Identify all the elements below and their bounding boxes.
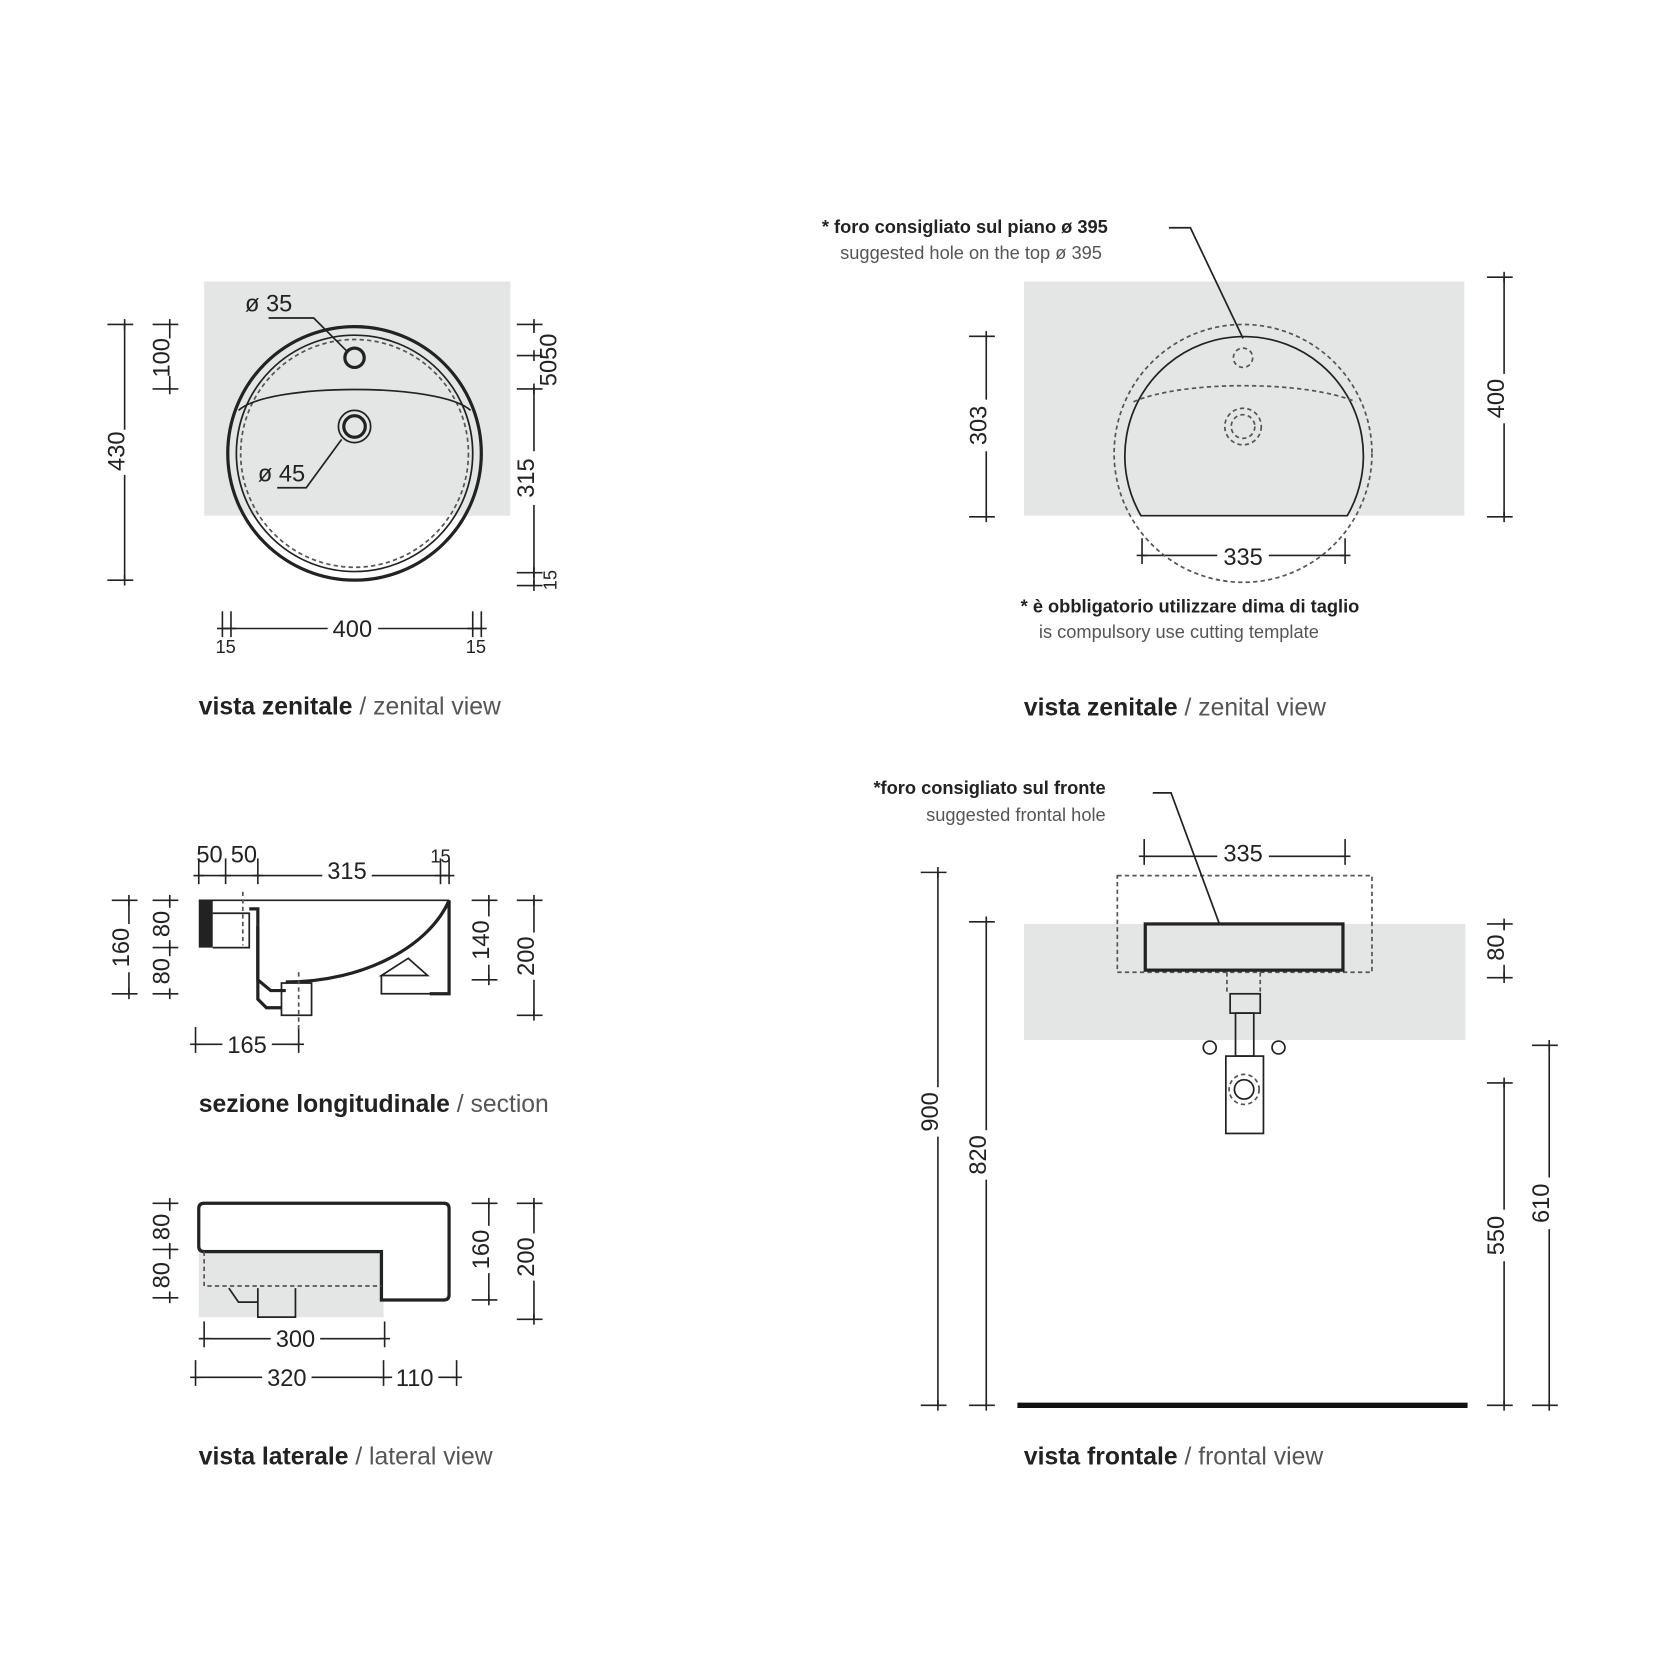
- view-caption: vista frontale / frontal view: [1024, 1443, 1323, 1470]
- basin-outline: [197, 1201, 451, 1302]
- note-frontal: *foro consigliato sul fronte: [873, 777, 1105, 798]
- overflow-channel: [249, 907, 282, 1010]
- dim-label: 160: [469, 1230, 495, 1269]
- drain-inner: [1230, 413, 1256, 440]
- fixing-bolt: [1271, 1040, 1286, 1055]
- note-bottom-translation: is compulsory use cutting template: [1039, 621, 1319, 642]
- section-view: 50 50 315 15 160 80 80 140 200 165 sezio…: [109, 843, 549, 1118]
- dim-label: 80: [1484, 934, 1510, 960]
- suggested-hole-outline: [1116, 874, 1373, 974]
- dim-label: 100: [150, 338, 176, 377]
- fixing-bolt: [1202, 1040, 1218, 1055]
- top-view-left: ø 35 ø 45 430 100 5050 315 15 400 15 15 …: [105, 281, 563, 720]
- frontal-view: *foro consigliato sul fronte suggested f…: [873, 777, 1555, 1470]
- drain-hidden: [1226, 972, 1262, 994]
- hole-small-label: ø 35: [245, 292, 292, 318]
- dim-label: 50: [196, 843, 222, 869]
- basin-hidden-edge: [239, 338, 470, 569]
- dim-label: 5050: [537, 334, 563, 387]
- trap-outlet-inner: [1233, 1078, 1255, 1100]
- dim-label: 550: [1484, 1216, 1510, 1255]
- dim-label: 80: [150, 911, 176, 937]
- dim-label: 400: [333, 617, 372, 643]
- drain-outer: [337, 409, 372, 444]
- basin-bowl: [285, 899, 451, 996]
- leader-line: [1168, 226, 1244, 339]
- note-top-translation: suggested hole on the top ø 395: [840, 242, 1102, 263]
- basin-base: [380, 975, 450, 995]
- tap-hole: [1232, 347, 1254, 369]
- dim-label: 400: [1484, 379, 1510, 418]
- counter-top: [1023, 281, 1465, 516]
- note-top: * foro consigliato sul piano ø 395: [822, 216, 1108, 237]
- dim-label: 315: [514, 458, 540, 497]
- dim-label: 15: [215, 636, 235, 657]
- drain-inner: [342, 414, 367, 439]
- cut-hole-outline: [1113, 323, 1373, 584]
- dim-label: 820: [966, 1135, 992, 1174]
- dim-label: 160: [109, 928, 135, 967]
- overflow-chamber: [212, 912, 251, 949]
- basin-front: [1143, 922, 1345, 972]
- dim-label: 110: [396, 1366, 434, 1392]
- bottle-trap: [1224, 1055, 1265, 1135]
- dimension-lines: [107, 271, 1558, 1411]
- drain-fitting: [280, 982, 313, 1017]
- dim-label: 15: [430, 846, 450, 867]
- dim-label: 430: [105, 432, 131, 471]
- view-caption: sezione longitudinale / section: [199, 1091, 549, 1118]
- dim-label: 200: [514, 1237, 540, 1276]
- dim-label: 15: [466, 636, 486, 657]
- drain-outline: [228, 1287, 297, 1319]
- dim-label: 165: [227, 1033, 266, 1059]
- basin-inner-rim: [235, 334, 474, 573]
- overflow-wall: [198, 900, 213, 948]
- dim-label: 303: [966, 406, 992, 445]
- basin-shelf: [237, 388, 472, 412]
- dim-label: 900: [918, 1092, 944, 1131]
- dim-label: 80: [150, 1262, 176, 1288]
- dim-label: 335: [1223, 842, 1262, 868]
- dim-label: 140: [469, 920, 495, 959]
- dim-label: 50: [231, 843, 257, 869]
- overflow-channel-inner: [256, 926, 286, 993]
- dim-label: 200: [514, 936, 540, 975]
- trap-outlet-outer: [1228, 1073, 1261, 1106]
- counter-top: [1023, 923, 1466, 1040]
- hole-drain-label: ø 45: [258, 461, 305, 487]
- dim-label: 80: [150, 958, 176, 984]
- dim-label: 320: [267, 1366, 306, 1392]
- lateral-view: 80 80 160 200 300 320 110 vista laterale…: [150, 1201, 540, 1470]
- basin-outer-rim: [226, 324, 483, 582]
- view-caption: vista zenitale / zenital view: [199, 693, 501, 720]
- dim-label: 300: [276, 1327, 315, 1353]
- dim-label: 315: [327, 859, 366, 885]
- drain-outer: [1223, 407, 1263, 446]
- dim-label: 15: [540, 570, 561, 590]
- top-view-right: * foro consigliato sul piano ø 395 sugge…: [822, 216, 1510, 721]
- basin-outline: [1123, 335, 1365, 517]
- note-bottom: * è obbligatorio utilizzare dima di tagl…: [1021, 595, 1360, 616]
- leader-line: [268, 317, 348, 352]
- leader-line: [1152, 792, 1221, 925]
- dim-label: 335: [1223, 545, 1262, 571]
- hidden-edge: [203, 1251, 382, 1287]
- leader-line: [277, 438, 343, 489]
- dim-label: 610: [1529, 1184, 1555, 1223]
- counter-top: [198, 1249, 384, 1318]
- basin-foot: [378, 957, 430, 977]
- view-caption: vista zenitale / zenital view: [1024, 695, 1326, 722]
- view-caption: vista laterale / lateral view: [199, 1443, 493, 1470]
- note-frontal-translation: suggested frontal hole: [926, 804, 1106, 825]
- tap-hole: [343, 346, 366, 370]
- dim-label: 80: [150, 1214, 176, 1240]
